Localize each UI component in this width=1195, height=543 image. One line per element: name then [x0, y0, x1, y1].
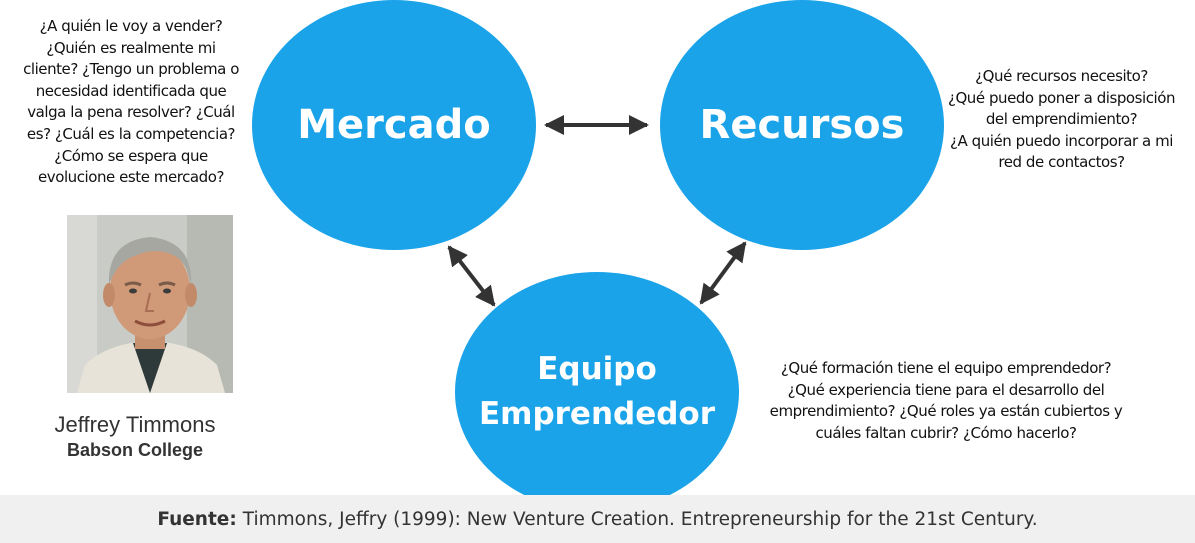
equipo-question-line: emprendimiento? ¿Qué roles ya están cubi… [769, 402, 1123, 421]
mercado-question-line: valga la pena resolver? ¿Cuál [27, 103, 235, 122]
person-org: Babson College [66, 440, 204, 460]
mercado-question-line: es? ¿Cuál es la competencia? [26, 124, 236, 143]
mercado-question-line: ¿Quién es realmente mi [46, 38, 216, 57]
portrait-photo [67, 215, 233, 393]
mercado-question-line: ¿A quién le voy a vender? [39, 17, 223, 35]
mercado-question-line: cliente? ¿Tengo un problema o [23, 60, 239, 79]
footer-label: Fuente: [157, 508, 237, 530]
person-name: Jeffrey Timmons [54, 412, 216, 437]
mercado-questions: ¿A quién le voy a vender? ¿Quién es real… [0, 16, 262, 189]
recursos-question-line: ¿A quién puedo incorporar a mi [950, 131, 1173, 150]
circle-mercado: Mercado [252, 0, 536, 250]
mercado-question-line: ¿Cómo se espera que [54, 146, 208, 165]
portrait-illustration [67, 215, 233, 393]
circle-equipo-label: Equipo Emprendedor [479, 347, 715, 437]
equipo-questions: ¿Qué formación tiene el equipo emprended… [740, 358, 1152, 444]
circle-equipo-line2: Emprendedor [478, 396, 716, 432]
arrow-mercado-equipo [447, 245, 496, 307]
circle-equipo-emprendedor: Equipo Emprendedor [455, 272, 739, 512]
recursos-questions: ¿Qué recursos necesito? ¿Qué puedo poner… [928, 66, 1195, 174]
equipo-question-line: cuáles faltan cubrir? ¿Cómo hacerlo? [815, 423, 1077, 442]
equipo-question-line: ¿Qué experiencia tiene para el desarroll… [787, 380, 1105, 399]
mercado-question-line: necesidad identificada que [35, 81, 227, 100]
circle-recursos: Recursos [660, 0, 944, 250]
recursos-question-line: ¿Qué recursos necesito? [975, 67, 1148, 85]
recursos-question-line: del emprendimiento? [985, 110, 1138, 129]
source-footer: Fuente: Timmons, Jeffry (1999): New Vent… [0, 495, 1195, 543]
recursos-question-line: ¿Qué puedo poner a disposición [947, 88, 1176, 107]
recursos-question-line: red de contactos? [998, 153, 1125, 172]
connector-arrows [447, 115, 747, 307]
circle-mercado-label: Mercado [297, 102, 491, 148]
footer-text: Timmons, Jeffry (1999): New Venture Crea… [242, 508, 1038, 530]
circle-recursos-label: Recursos [699, 102, 905, 148]
arrow-recursos-equipo [699, 241, 747, 305]
circle-equipo-line1: Equipo [537, 351, 657, 388]
mercado-question-line: evolucione este mercado? [38, 168, 224, 187]
equipo-question-line: ¿Qué formación tiene el equipo emprended… [780, 359, 1112, 377]
